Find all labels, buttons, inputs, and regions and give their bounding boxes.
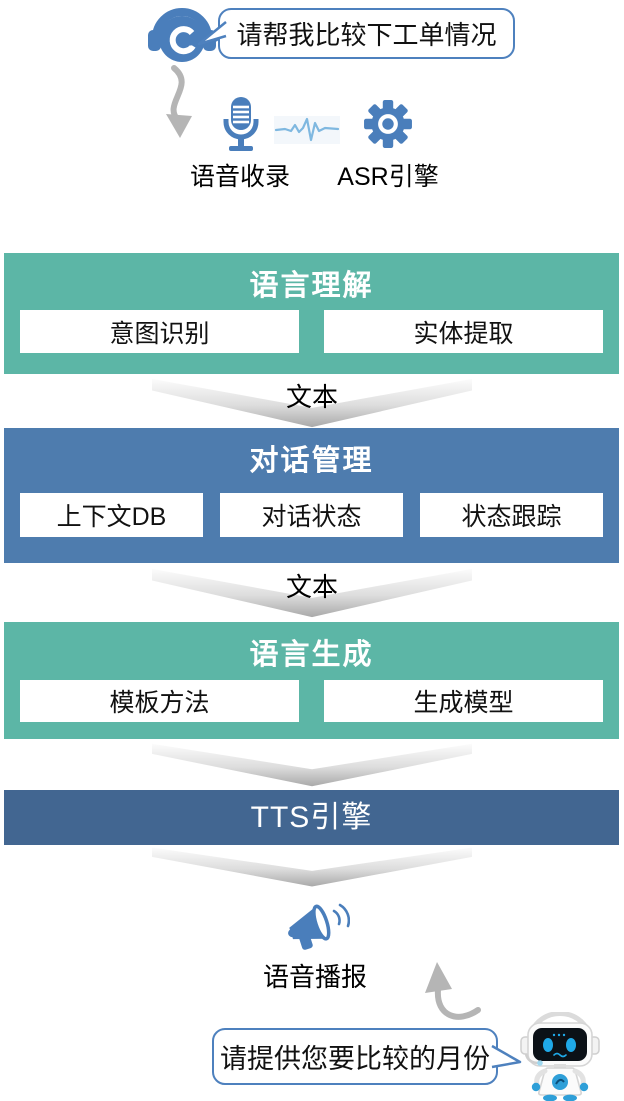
chip-generative-model: 生成模型 <box>324 680 603 722</box>
chip-dialog-state: 对话状态 <box>220 493 403 537</box>
user-speech-bubble: 请帮我比较下工单情况 <box>197 8 515 59</box>
chip-entity-extraction: 实体提取 <box>324 310 603 353</box>
gear-icon <box>364 100 412 148</box>
stage-title-nlg: 语言生成 <box>249 639 374 671</box>
curved-arrow-down-icon <box>166 65 192 138</box>
stage-block-tts: TTS引擎 <box>4 790 619 845</box>
bot-utterance-text: 请提供您要比较的月份 <box>220 1044 490 1074</box>
chevron-down-connector-2 <box>152 568 472 618</box>
chip-context-db: 上下文DB <box>20 493 203 537</box>
voice-record-label: 语音收录 <box>189 163 290 191</box>
robot-icon <box>520 1012 600 1101</box>
stage-block-nlu: 语言理解 意图识别 实体提取 <box>4 253 619 374</box>
chevron-down-connector-1 <box>152 378 472 428</box>
voice-broadcast-label: 语音播报 <box>262 962 367 992</box>
stage-block-dialog-management: 对话管理 上下文DB 对话状态 状态跟踪 <box>4 428 619 563</box>
stage-title-tts: TTS引擎 <box>250 801 373 834</box>
curved-arrow-up-icon <box>425 962 481 1020</box>
loudspeaker-icon <box>288 903 350 950</box>
user-utterance-text: 请帮我比较下工单情况 <box>236 20 497 50</box>
stage-block-nlg: 语言生成 模板方法 生成模型 <box>4 622 619 739</box>
connector-label-text-2: 文本 <box>285 572 338 602</box>
chip-state-tracking: 状态跟踪 <box>420 493 603 537</box>
chevron-down-connector-4 <box>152 847 472 887</box>
asr-engine-label: ASR引擎 <box>337 163 439 191</box>
microphone-icon <box>223 97 259 151</box>
waveform-icon <box>274 116 340 144</box>
stage-title-dm: 对话管理 <box>249 445 374 477</box>
bot-speech-bubble: 请提供您要比较的月份 <box>212 1028 522 1085</box>
chip-template-method: 模板方法 <box>20 680 299 722</box>
chevron-down-connector-3 <box>152 743 472 787</box>
chip-intent-recognition: 意图识别 <box>20 310 299 353</box>
agent-headset-icon <box>148 8 219 62</box>
bubble-tail-right <box>491 1044 522 1069</box>
stage-title-nlu: 语言理解 <box>249 270 374 302</box>
connector-label-text-1: 文本 <box>285 382 338 412</box>
bubble-tail-left <box>197 21 227 46</box>
